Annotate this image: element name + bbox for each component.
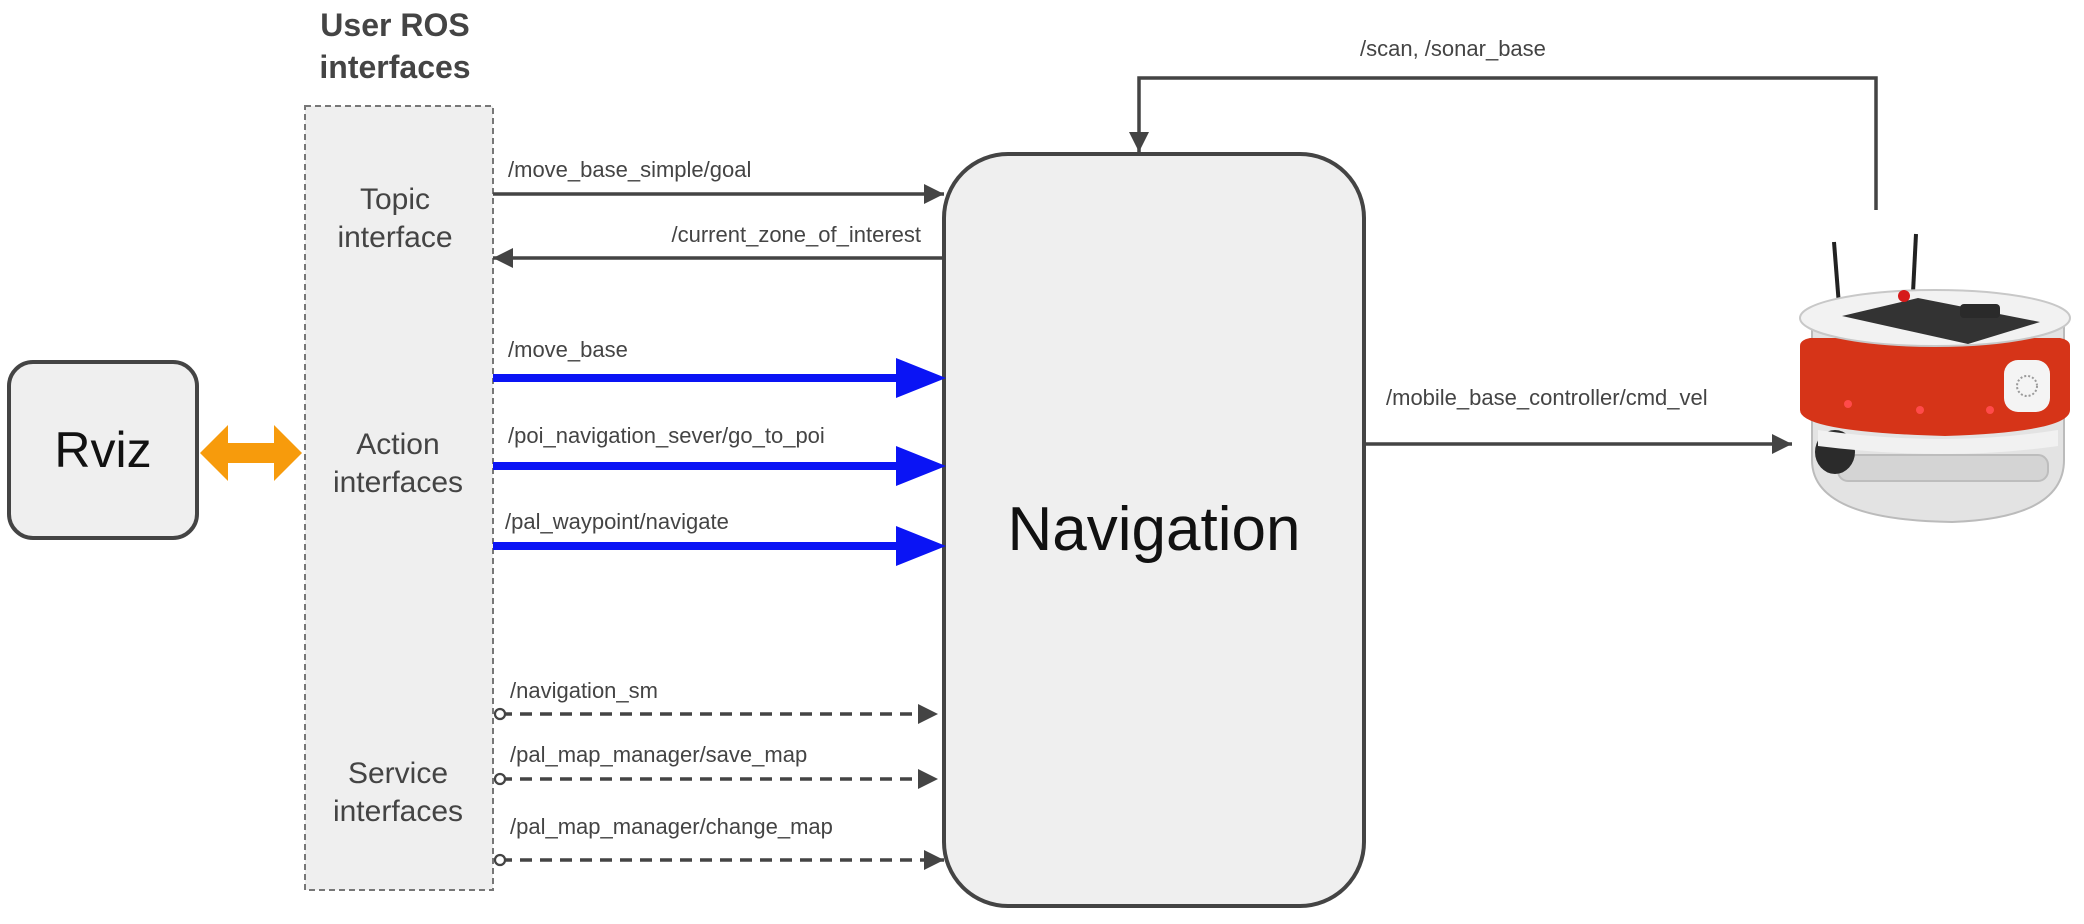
action-interfaces-label-2: interfaces <box>333 466 463 499</box>
save-map-service-label: /pal_map_manager/save_map <box>510 742 807 767</box>
service-interfaces-label-2: interfaces <box>333 795 463 828</box>
move-base-action-head <box>896 358 946 398</box>
interfaces-title-line1: User ROS <box>320 7 469 43</box>
rviz-node <box>7 360 199 540</box>
navigation-node <box>942 152 1366 908</box>
topic-interface-label-2: interface <box>337 221 452 254</box>
rviz-label: Rviz <box>54 422 151 478</box>
scan-sonar-arrow <box>1129 76 1878 210</box>
navigation-sm-service-label: /navigation_sm <box>510 678 658 703</box>
pal-waypoint-action-head <box>896 526 946 566</box>
cmd-vel-label: /mobile_base_controller/cmd_vel <box>1386 385 1708 410</box>
interfaces-title-line2: interfaces <box>319 49 470 85</box>
pal-waypoint-action-label: /pal_waypoint/navigate <box>505 509 729 534</box>
service-interfaces-label-1: Service <box>348 757 448 790</box>
navigation-label: Navigation <box>1008 495 1301 564</box>
move-base-simple-goal-label: /move_base_simple/goal <box>508 157 751 182</box>
go-to-poi-action-label: /poi_navigation_sever/go_to_poi <box>508 423 825 448</box>
go-to-poi-action-head <box>896 446 946 486</box>
robot-image <box>1799 233 2071 524</box>
change-map-service-label: /pal_map_manager/change_map <box>510 814 833 839</box>
rviz-bidirectional-arrow <box>200 425 302 481</box>
interfaces-panel <box>304 105 494 891</box>
action-interfaces-label-1: Action <box>356 428 439 461</box>
scan-sonar-label: /scan, /sonar_base <box>1360 36 1546 61</box>
move-base-action-label: /move_base <box>508 337 628 362</box>
topic-interface-label-1: Topic <box>360 183 430 216</box>
current-zone-label: /current_zone_of_interest <box>672 222 922 247</box>
